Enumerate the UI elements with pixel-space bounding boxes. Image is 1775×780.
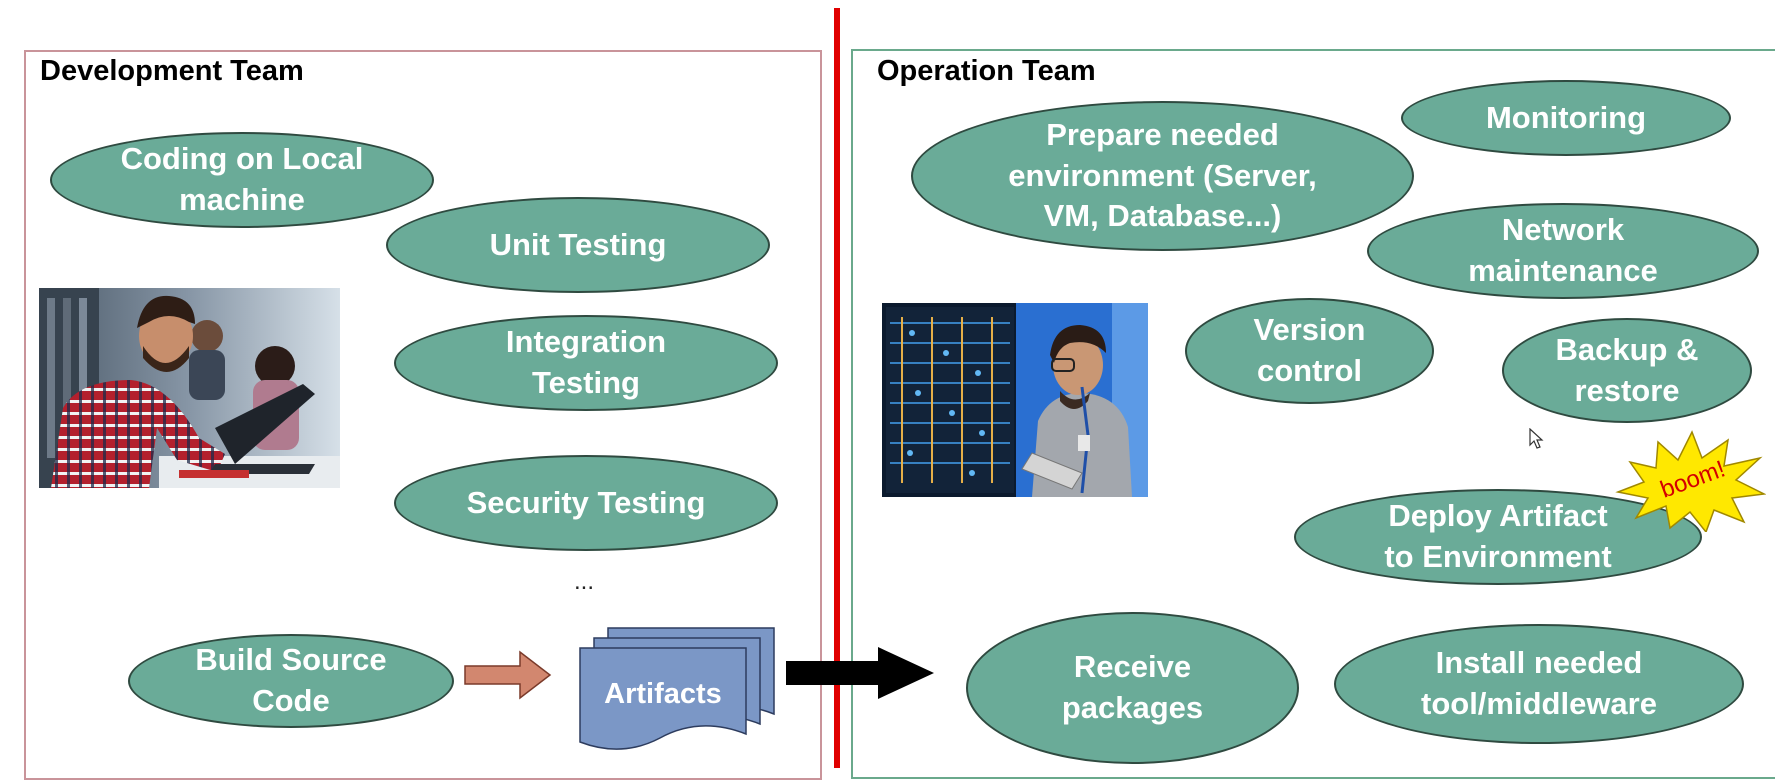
coding-local-task: Coding on Local machine — [50, 132, 434, 228]
install-middleware-task: Install needed tool/middleware — [1334, 624, 1744, 744]
integration-testing-task: Integration Testing — [394, 315, 778, 411]
network-maintenance-task: Network maintenance — [1367, 203, 1759, 299]
monitoring-task: Monitoring — [1401, 80, 1731, 156]
mouse-cursor-icon — [1529, 427, 1545, 455]
backup-restore-task: Backup & restore — [1502, 318, 1752, 423]
artifacts-label: Artifacts — [604, 678, 722, 710]
diagram-arrows-layer — [464, 647, 934, 700]
operation-team-title: Operation Team — [877, 55, 1096, 87]
unit-testing-task: Unit Testing — [386, 197, 770, 293]
receive-packages-task: Receive packages — [966, 612, 1299, 764]
build-source-task: Build Source Code — [128, 634, 454, 728]
artifacts-document-stack: Artifacts — [578, 626, 778, 760]
version-control-task: Version control — [1185, 298, 1434, 404]
operations-engineer-photo — [882, 303, 1148, 497]
boom-starburst: boom! — [1614, 428, 1766, 532]
developer-photo — [39, 288, 340, 488]
build-to-artifacts-arrow — [464, 650, 552, 700]
prepare-environment-task: Prepare needed environment (Server, VM, … — [911, 101, 1414, 251]
team-divider-line — [834, 8, 840, 768]
development-team-title: Development Team — [40, 55, 304, 87]
security-testing-task: Security Testing — [394, 455, 778, 551]
handoff-arrow — [786, 647, 934, 699]
deploy-artifact-task: Deploy Artifact to Environment — [1294, 489, 1702, 585]
more-tasks-ellipsis: ... — [574, 568, 595, 595]
